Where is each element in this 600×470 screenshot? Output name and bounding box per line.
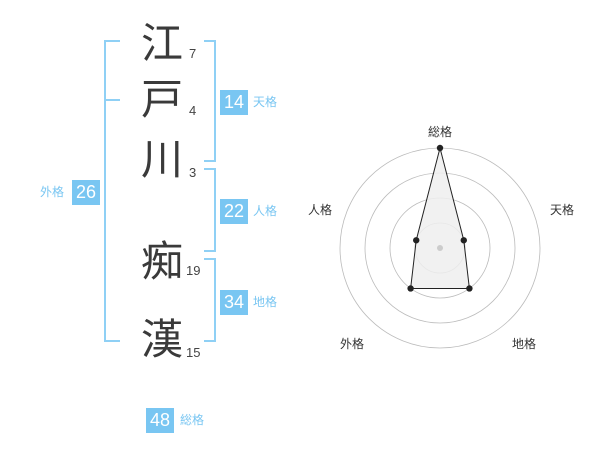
name-char-4: 痴 bbox=[140, 237, 183, 286]
radar-label-tenkaku: 天格 bbox=[550, 203, 575, 217]
chikaku-label: 地格 bbox=[253, 295, 278, 309]
chikaku-score: 34 bbox=[220, 290, 248, 315]
radar-point bbox=[466, 285, 473, 292]
stroke-count-5: 15 bbox=[186, 345, 201, 360]
radar-center-dot bbox=[437, 245, 443, 251]
radar-points bbox=[407, 144, 473, 292]
tenkaku-bracket bbox=[204, 40, 216, 162]
radar-label-jinkaku: 人格 bbox=[308, 203, 333, 217]
soukaku-score: 48 bbox=[146, 408, 174, 433]
stroke-count-3: 3 bbox=[189, 165, 197, 180]
stroke-count-1: 7 bbox=[189, 46, 197, 61]
jinkaku-score: 22 bbox=[220, 199, 248, 224]
radar-point bbox=[436, 144, 444, 152]
radar-label-gaikaku: 外格 bbox=[340, 337, 365, 351]
radar-point bbox=[413, 237, 420, 244]
name-char-5: 漢 bbox=[140, 315, 183, 364]
radar-label-soukaku: 総格 bbox=[428, 125, 453, 139]
soukaku-label: 総格 bbox=[180, 413, 205, 427]
radar-label-chikaku: 地格 bbox=[512, 337, 537, 351]
name-char-3: 川 bbox=[140, 135, 183, 184]
name-char-2: 戸 bbox=[140, 75, 183, 124]
tenkaku-score: 14 bbox=[220, 90, 248, 115]
radar-polygon bbox=[410, 147, 470, 289]
tenkaku-label: 天格 bbox=[253, 95, 278, 109]
jinkaku-label: 人格 bbox=[253, 204, 278, 218]
jinkaku-bracket bbox=[204, 168, 216, 252]
name-char-1: 江 bbox=[140, 19, 183, 68]
radar-chart bbox=[339, 144, 541, 349]
radar-point bbox=[407, 285, 414, 292]
stroke-count-2: 4 bbox=[189, 103, 197, 118]
gaikaku-bracket bbox=[104, 40, 120, 342]
gaikaku-bracket-tick bbox=[104, 99, 120, 101]
gaikaku-label: 外格 bbox=[40, 185, 65, 199]
chikaku-bracket bbox=[204, 258, 216, 342]
radar-point bbox=[460, 237, 467, 244]
gaikaku-score: 26 bbox=[72, 180, 100, 205]
stroke-count-4: 19 bbox=[186, 263, 201, 278]
